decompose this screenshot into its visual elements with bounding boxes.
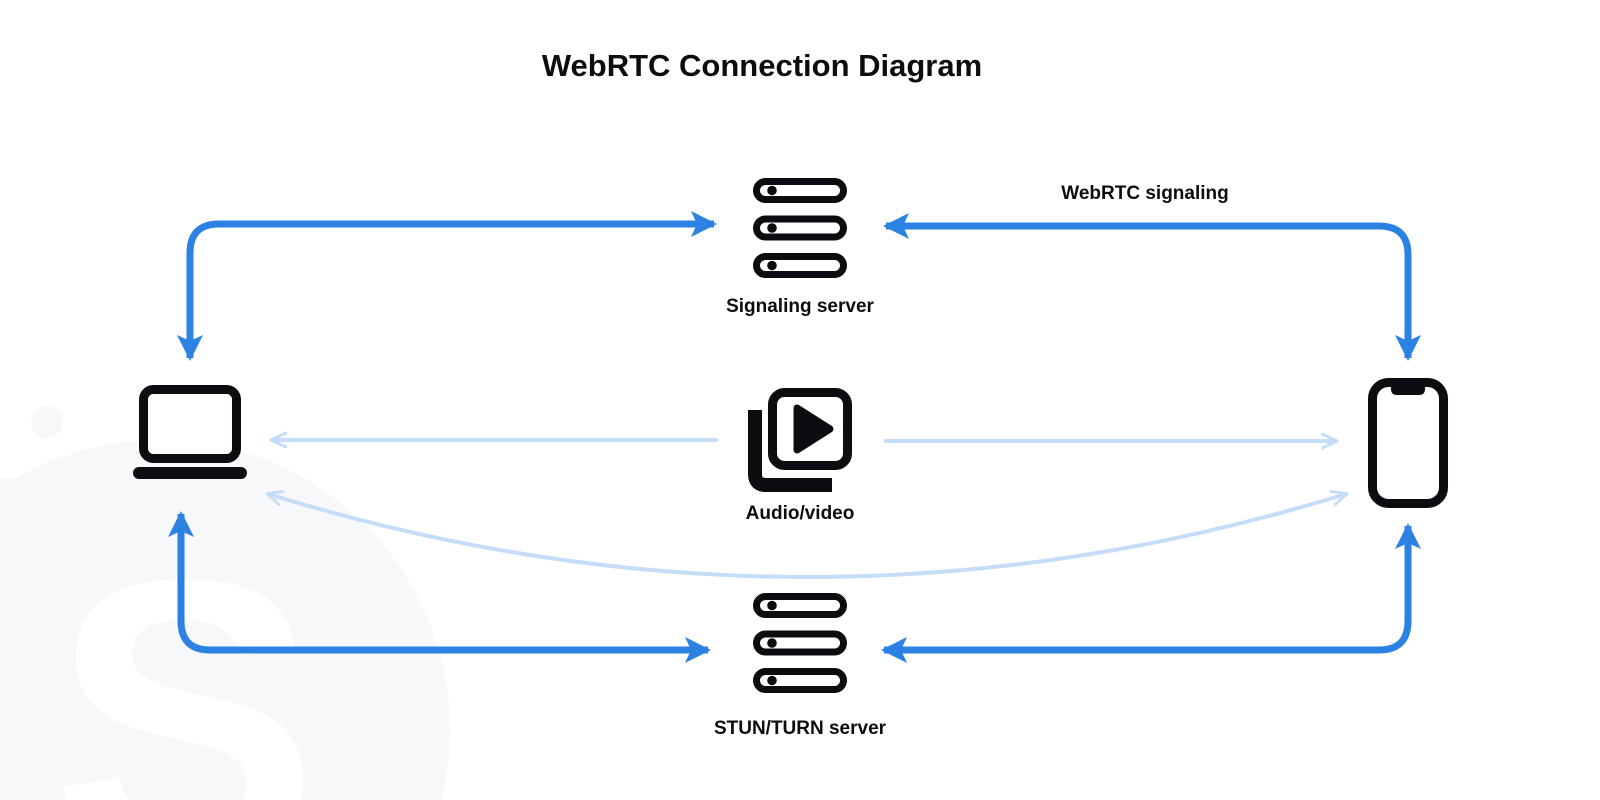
server-stack-icon bbox=[753, 178, 847, 278]
edge-relay-arc bbox=[268, 494, 1346, 579]
edge-laptop-stun bbox=[168, 511, 711, 663]
smartphone-icon bbox=[1368, 378, 1448, 508]
server-stack-icon bbox=[753, 593, 847, 693]
stun-turn-server-label: STUN/TURN server bbox=[713, 718, 887, 739]
media-stack-play-icon bbox=[748, 388, 852, 492]
watermark-dot bbox=[31, 406, 63, 438]
signaling-server-label: Signaling server bbox=[726, 296, 874, 317]
audio-video-label: Audio/video bbox=[745, 503, 855, 524]
edge-phone-stun bbox=[881, 523, 1421, 663]
edge-laptop-signaling bbox=[177, 211, 717, 361]
diagram-title: WebRTC Connection Diagram bbox=[541, 48, 983, 83]
laptop-icon bbox=[133, 385, 247, 479]
edge-phone-signaling bbox=[883, 213, 1421, 361]
webrtc-signaling-edge-label: WebRTC signaling bbox=[1061, 183, 1229, 204]
